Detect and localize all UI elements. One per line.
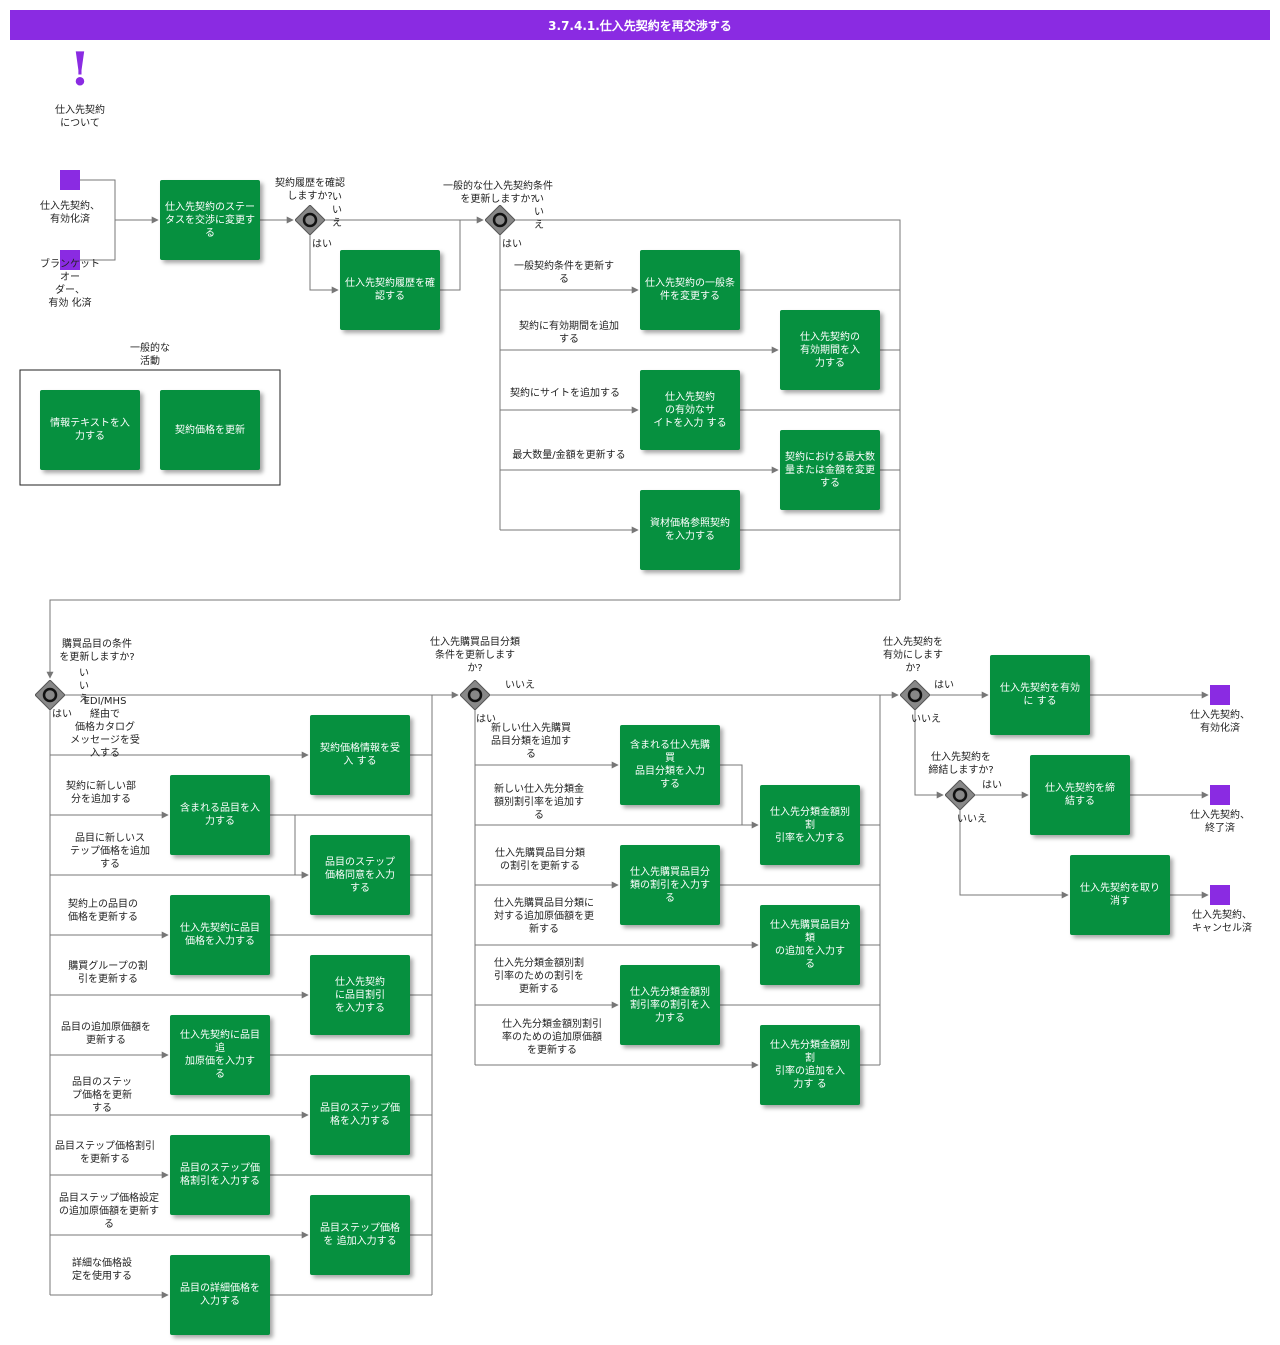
branch-itemprice: 契約上の品目の 価格を更新する <box>68 899 138 923</box>
general-label: 一般的な 活動 <box>130 343 170 367</box>
gateway-icon <box>295 205 325 235</box>
start-event-blanket-order <box>60 250 80 270</box>
task-activate[interactable]: 仕入先契約を有効 に する <box>990 655 1090 735</box>
task-detail-price[interactable]: 品目の詳細価格を 入力する <box>170 1255 270 1335</box>
branch-stepdisc: 品目ステップ価格割引 を更新する <box>55 1141 155 1165</box>
branch-newstep: 品目に新しいス テップ価格を追加 する <box>70 833 150 870</box>
branch-newcat: 新しい仕入先購買 品目分類を追加す る <box>491 723 571 760</box>
gateway-label-general: 一般的な仕入先契約条件 を更新しますか? <box>443 181 553 205</box>
answer-no: いいえ <box>505 680 535 691</box>
branch-catadd: 仕入先購買品目分類に 対する追加原価額を更 新する <box>494 898 594 935</box>
task-update-contract-price[interactable]: 契約価格を更新 <box>160 390 260 470</box>
exclamation-icon: ! <box>69 42 91 96</box>
start-label-1: 仕入先契約、 有効化済 <box>40 201 100 225</box>
task-item-price[interactable]: 仕入先契約に品目 価格を入力する <box>170 895 270 975</box>
task-cancel[interactable]: 仕入先契約を取り 消す <box>1070 855 1170 935</box>
end-event-activated <box>1210 685 1230 705</box>
branch-general: 一般契約条件を更新す る <box>514 261 614 285</box>
task-category-addcost[interactable]: 仕入先購買品目分 類 の追加を入力す る <box>760 905 860 985</box>
task-confirm-history[interactable]: 仕入先契約履歴を確 認する <box>340 250 440 330</box>
end-event-cancelled <box>1210 885 1230 905</box>
branch-amtadd: 仕入先分類金額別割引 率のための追加原価額 を更新する <box>502 1019 602 1056</box>
branch-newpart: 契約に新しい部 分を追加する <box>66 781 136 805</box>
task-item-discount[interactable]: 仕入先契約 に品目割引 を入力する <box>310 955 410 1035</box>
task-change-status[interactable]: 仕入先契約のステー タスを交渉に変更す る <box>160 180 260 260</box>
start-label-2: ブランケット オー ダー、 有効 化済 <box>40 259 100 309</box>
branch-newcatamt: 新しい仕入先分類金 額別割引率を追加す る <box>494 784 584 821</box>
branch-edi: EDI/MHS 経由で 価格カタログ メッセージを受 入する <box>70 696 140 759</box>
task-change-max[interactable]: 契約における最大数 量または金額を変更 する <box>780 430 880 510</box>
answer-yes: はい <box>934 680 954 691</box>
gateway-label-history: 契約履歴を確認 しますか? <box>275 178 345 202</box>
branch-stepadd: 品目ステップ価格設定 の追加原価額を更新す る <box>59 1193 159 1230</box>
task-conclude[interactable]: 仕入先契約を締 結する <box>1030 755 1130 835</box>
answer-yes: はい <box>312 239 332 250</box>
task-change-general[interactable]: 仕入先契約の一般条 件を変更する <box>640 250 740 330</box>
branch-period: 契約に有効期間を追加 する <box>519 321 619 345</box>
task-step-price[interactable]: 品目のステップ価 格を入力する <box>310 1075 410 1155</box>
answer-no: いいえ <box>911 714 941 725</box>
end-label-activated: 仕入先契約、 有効化済 <box>1190 710 1250 734</box>
task-enter-info-text[interactable]: 情報テキストを入 力する <box>40 390 140 470</box>
answer-yes: はい <box>476 714 496 725</box>
task-enter-site[interactable]: 仕入先契約 の有効なサ イトを入力 する <box>640 370 740 450</box>
gateway-label-conclude: 仕入先契約を 締結しますか? <box>928 752 994 776</box>
branch-groupdisc: 購買グループの割 引を更新する <box>68 961 148 985</box>
branch-catdisc: 仕入先購買品目分類 の割引を更新する <box>495 848 585 872</box>
end-event-closed <box>1210 785 1230 805</box>
gateway-label-activate: 仕入先契約を 有効にします か? <box>883 637 943 674</box>
task-receive-price[interactable]: 契約価格情報を受 入 する <box>310 715 410 795</box>
gateway-icon <box>35 680 65 710</box>
task-include-categories[interactable]: 含まれる仕入先購 買 品目分類を入力 する <box>620 725 720 805</box>
answer-yes: はい <box>982 780 1002 791</box>
task-include-items[interactable]: 含まれる品目を入 力する <box>170 775 270 855</box>
task-material-price[interactable]: 資材価格参照契約 を入力する <box>640 490 740 570</box>
branch-max: 最大数量/金額を更新する <box>512 450 626 461</box>
task-step-discount[interactable]: 品目のステップ価 格割引を入力する <box>170 1135 270 1215</box>
answer-yes: はい <box>52 709 72 720</box>
task-category-amount-add[interactable]: 仕入先分類金額別 割 引率の追加を入 力す る <box>760 1025 860 1105</box>
answer-no: い い え <box>534 194 544 231</box>
answer-no: いいえ <box>957 814 987 825</box>
task-category-discount[interactable]: 仕入先購買品目分 類の割引を入力す る <box>620 845 720 925</box>
task-category-amount-discount-2[interactable]: 仕入先分類金額別 割引率の割引を入 力する <box>620 965 720 1045</box>
diagram-title: 3.7.4.1.仕入先契約を再交渉する <box>10 10 1270 40</box>
task-item-addcost[interactable]: 仕入先契約に品目 追 加原価を入力す る <box>170 1015 270 1095</box>
branch-addcost: 品目の追加原価額を 更新する <box>61 1022 151 1046</box>
answer-yes: はい <box>502 239 522 250</box>
branch-stepprice: 品目のステッ プ価格を更新 する <box>72 1077 132 1114</box>
task-enter-period[interactable]: 仕入先契約の 有効期間を入 力する <box>780 310 880 390</box>
end-label-cancelled: 仕入先契約、 キャンセル済 <box>1192 910 1252 934</box>
task-category-amount-discount[interactable]: 仕入先分類金額別 割 引率を入力する <box>760 785 860 865</box>
gateway-icon <box>945 780 975 810</box>
start-event-contract-activated <box>60 170 80 190</box>
task-step-addcost[interactable]: 品目ステップ価格 を 追加入力する <box>310 1195 410 1275</box>
branch-detail: 詳細な価格設 定を使用する <box>72 1258 132 1282</box>
gateway-icon <box>900 680 930 710</box>
gateway-label-categories: 仕入先購買品目分類 条件を更新します か? <box>430 637 520 674</box>
answer-no: い い え <box>332 192 342 229</box>
task-step-price-agree[interactable]: 品目のステップ 価格同意を入力 する <box>310 835 410 915</box>
gateway-icon <box>485 205 515 235</box>
general-activities-frame <box>19 369 281 486</box>
about-label: 仕入先契約 について <box>55 105 105 129</box>
end-label-closed: 仕入先契約、 終了済 <box>1190 810 1250 834</box>
answer-no: い い え <box>79 668 89 705</box>
gateway-icon <box>460 680 490 710</box>
gateway-label-items: 購買品目の条件 を更新しますか? <box>59 639 135 663</box>
branch-amtdisc: 仕入先分類金額別割 引率のための割引を 更新する <box>494 958 584 995</box>
branch-site: 契約にサイトを追加する <box>510 388 620 399</box>
